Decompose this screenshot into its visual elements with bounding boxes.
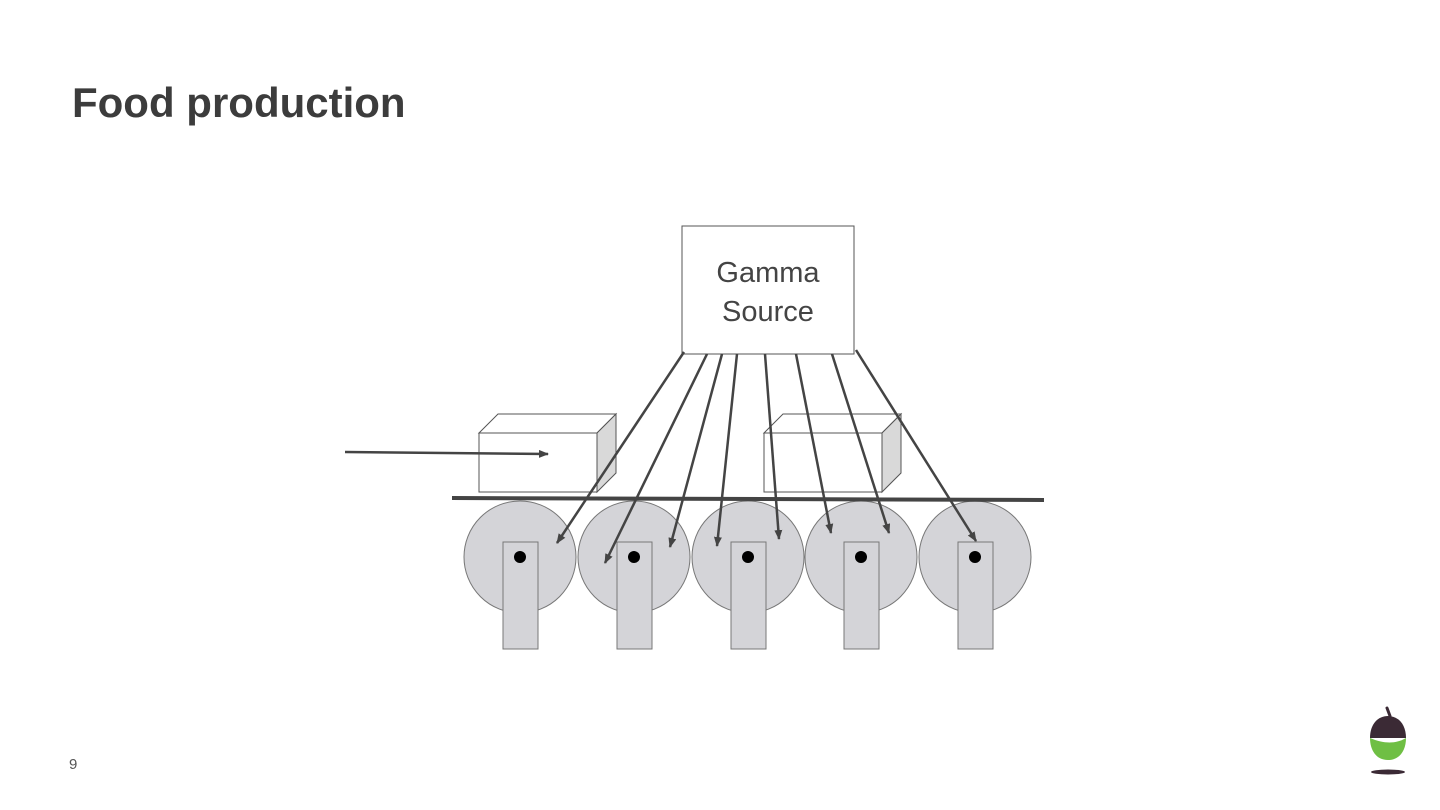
gamma-source-box [681, 225, 855, 355]
gamma-rays [555, 349, 978, 564]
food-box-right [762, 412, 903, 494]
slide-title: Food production [72, 79, 406, 126]
conveyor-belt [451, 496, 1045, 502]
gamma-ray-arrow [854, 349, 978, 542]
gamma-ray-arrow [668, 353, 724, 548]
gamma-ray-arrow [763, 353, 783, 540]
gamma-source-label-line2: Source [722, 296, 814, 328]
conveyor-direction-arrow [344, 449, 549, 458]
gamma-ray-arrow [794, 353, 834, 534]
roller [804, 500, 918, 650]
page-number: 9 [69, 756, 78, 773]
gamma-ray-arrow [603, 353, 709, 564]
gamma-ray-arrow [713, 353, 739, 547]
roller [577, 500, 691, 650]
acorn-logo-icon [1370, 706, 1406, 775]
food-box-left [477, 412, 618, 494]
gamma-ray-arrow [555, 351, 686, 544]
gamma-source-label-line1: Gamma [716, 257, 820, 289]
conveyor-rollers [463, 500, 1032, 650]
roller [691, 500, 805, 650]
gamma-ray-arrow [830, 353, 891, 534]
roller [463, 500, 577, 650]
roller [918, 500, 1032, 650]
